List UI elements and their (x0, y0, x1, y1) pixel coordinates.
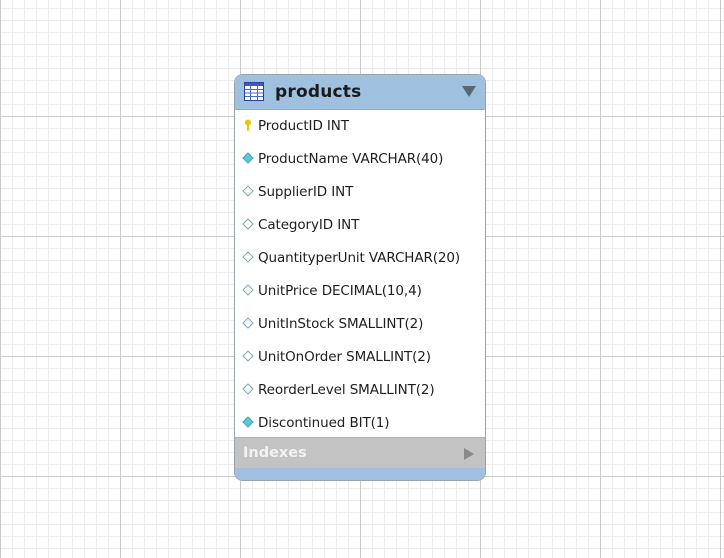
column-label: ProductName VARCHAR(40) (258, 151, 444, 167)
nullable-column-icon (242, 284, 254, 296)
nullable-column-icon (242, 251, 254, 263)
column-label: CategoryID INT (258, 217, 360, 233)
column-list: ProductID INT ProductName VARCHAR(40) Supp… (235, 110, 485, 440)
column-label: QuantityperUnit VARCHAR(20) (258, 250, 461, 266)
collapse-toggle-icon[interactable] (462, 86, 476, 97)
column-row[interactable]: ProductName VARCHAR(40) (235, 143, 485, 176)
entity-header[interactable]: products (235, 75, 485, 110)
column-row[interactable]: CategoryID INT (235, 209, 485, 242)
column-row[interactable]: ProductID INT (235, 110, 485, 143)
column-label: UnitOnOrder SMALLINT(2) (258, 349, 431, 365)
column-label: Discontinued BIT(1) (258, 415, 390, 431)
nullable-column-icon (242, 317, 254, 329)
column-label: ProductID INT (258, 118, 349, 134)
nullable-column-icon (242, 185, 254, 197)
column-row[interactable]: UnitOnOrder SMALLINT(2) (235, 341, 485, 374)
column-label: ReorderLevel SMALLINT(2) (258, 382, 435, 398)
expand-indexes-icon[interactable] (464, 448, 474, 460)
table-icon (244, 82, 264, 101)
primary-key-icon (245, 119, 251, 131)
column-row[interactable]: UnitInStock SMALLINT(2) (235, 308, 485, 341)
column-row[interactable]: QuantityperUnit VARCHAR(20) (235, 242, 485, 275)
products-table-entity[interactable]: products ProductID INT ProductName VARCHA… (234, 74, 486, 481)
entity-title: products (275, 82, 362, 102)
column-row[interactable]: ReorderLevel SMALLINT(2) (235, 374, 485, 407)
column-row[interactable]: Discontinued BIT(1) (235, 407, 485, 440)
nullable-column-icon (242, 350, 254, 362)
column-row[interactable]: SupplierID INT (235, 176, 485, 209)
not-null-column-icon (242, 152, 254, 164)
indexes-label: Indexes (243, 445, 307, 461)
nullable-column-icon (242, 218, 254, 230)
column-label: UnitInStock SMALLINT(2) (258, 316, 424, 332)
not-null-column-icon (242, 416, 254, 428)
column-label: UnitPrice DECIMAL(10,4) (258, 283, 422, 299)
nullable-column-icon (242, 383, 254, 395)
entity-footer (235, 468, 485, 480)
column-label: SupplierID INT (258, 184, 354, 200)
column-row[interactable]: UnitPrice DECIMAL(10,4) (235, 275, 485, 308)
indexes-section[interactable]: Indexes (235, 437, 485, 469)
